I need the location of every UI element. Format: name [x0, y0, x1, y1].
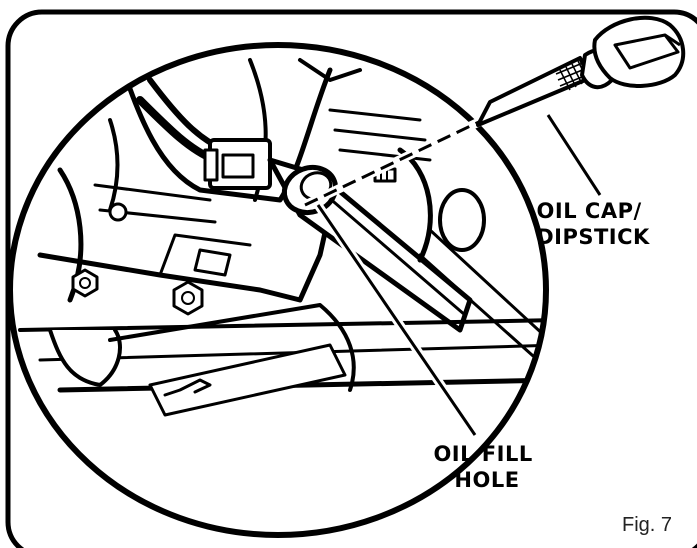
bolt-center: [172, 280, 204, 316]
oil-level-decal: [148, 343, 347, 417]
crankcase: [37, 207, 333, 303]
engine-detail-view: [7, 42, 549, 538]
oil-fill-label: OIL FILL HOLE: [433, 442, 540, 492]
bolt-left: [71, 268, 99, 298]
oil-fill-label-line2: HOLE: [454, 468, 519, 492]
oil-cap-dipstick: [476, 15, 686, 127]
oil-fill-label-line1: OIL FILL: [433, 442, 532, 466]
oil-cap-label: OIL CAP/ DIPSTICK: [536, 199, 650, 249]
figure-label: Fig. 7: [622, 514, 672, 536]
oil-cap-label-line1: OIL CAP/: [537, 199, 642, 223]
engine-shroud: [117, 57, 333, 203]
oil-cap-label-line2: DIPSTICK: [536, 225, 650, 249]
